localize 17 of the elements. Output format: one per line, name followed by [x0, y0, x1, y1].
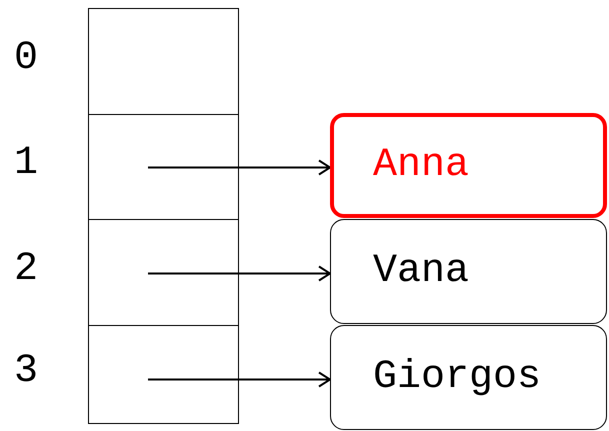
index-number: 1 — [14, 144, 38, 184]
arrow — [148, 160, 331, 176]
index-number: 3 — [14, 352, 38, 392]
arrow — [148, 372, 331, 388]
array-cell — [88, 219, 239, 326]
name-text: Anna — [373, 146, 470, 186]
index-number: 2 — [14, 250, 38, 290]
array-cell — [88, 8, 239, 114]
name-text: Giorgos — [373, 358, 542, 398]
name-box — [330, 325, 607, 430]
name-text: Vana — [373, 252, 470, 292]
array-cell — [88, 114, 239, 220]
index-number: 0 — [14, 38, 38, 79]
name-box — [330, 113, 607, 218]
name-box — [330, 219, 607, 324]
array-cell — [88, 324, 239, 424]
arrow — [148, 266, 331, 282]
